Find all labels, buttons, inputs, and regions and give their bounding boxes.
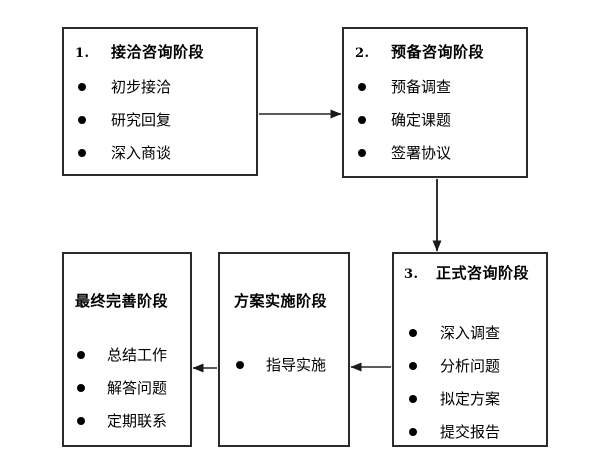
list-item[interactable]: 提交报告 xyxy=(404,415,500,448)
stage-2-bullet-label: 预备调查 xyxy=(391,78,452,96)
stage-box-1[interactable]: 1. 接洽咨询阶段 初步接洽 研究回复 深入商谈 xyxy=(62,27,258,176)
stage-1-number: 1. xyxy=(75,46,90,61)
bullet-dot-icon xyxy=(409,328,417,337)
bullet-dot-icon xyxy=(358,82,366,91)
stage-5-title: 最终完善阶段 xyxy=(75,292,169,310)
list-item[interactable]: 分析问题 xyxy=(404,349,500,382)
bullet-dot-icon xyxy=(78,148,86,157)
list-item[interactable]: 拟定方案 xyxy=(404,382,500,415)
stage-box-5[interactable]: 最终完善阶段 总结工作 解答问题 定期联系 xyxy=(62,252,192,447)
stage-3-bullet-label: 拟定方案 xyxy=(440,390,501,408)
stage-3-title: 正式咨询阶段 xyxy=(436,264,530,282)
bullet-dot-icon xyxy=(236,360,244,369)
stage-4-bullet-label: 指导实施 xyxy=(266,356,327,374)
stage-box-4[interactable]: 方案实施阶段 指导实施 xyxy=(218,252,350,447)
bullet-dot-icon xyxy=(78,115,86,124)
stage-5-bullet-label: 解答问题 xyxy=(107,379,168,397)
bullet-dot-icon xyxy=(409,361,417,370)
bullet-dot-icon xyxy=(77,350,85,359)
stage-3-bullet-label: 深入调查 xyxy=(440,324,501,342)
stage-1-title-row: 1. 接洽咨询阶段 xyxy=(75,41,204,62)
stage-5-title-row: 最终完善阶段 xyxy=(75,290,168,311)
bullet-dot-icon xyxy=(77,416,85,425)
stage-3-bullet-label: 提交报告 xyxy=(440,423,501,441)
stage-5-bullet-label: 定期联系 xyxy=(107,412,168,430)
stage-3-number: 3. xyxy=(404,267,419,282)
stage-1-title: 接洽咨询阶段 xyxy=(111,43,205,61)
stage-5-bullet-list: 总结工作 解答问题 定期联系 xyxy=(75,338,167,437)
stage-1-bullet-label: 研究回复 xyxy=(111,111,172,129)
stage-4-title-row: 方案实施阶段 xyxy=(234,290,327,311)
bullet-dot-icon xyxy=(77,383,85,392)
list-item[interactable]: 深入调查 xyxy=(404,316,500,349)
stage-4-title: 方案实施阶段 xyxy=(234,292,328,310)
stage-2-bullet-label: 确定课题 xyxy=(391,111,452,129)
list-item[interactable]: 签署协议 xyxy=(355,136,451,169)
stage-box-3[interactable]: 3. 正式咨询阶段 深入调查 分析问题 拟定方案 提交报告 xyxy=(392,252,548,447)
stage-2-title: 预备咨询阶段 xyxy=(391,43,485,61)
stage-4-bullet-list: 指导实施 xyxy=(234,348,326,381)
stage-2-bullet-list: 预备调查 确定课题 签署协议 xyxy=(355,70,451,169)
stage-5-bullet-label: 总结工作 xyxy=(107,346,168,364)
stage-1-bullet-label: 初步接洽 xyxy=(111,78,172,96)
list-item[interactable]: 总结工作 xyxy=(75,338,167,371)
list-item[interactable]: 指导实施 xyxy=(234,348,326,381)
stage-3-bullet-list: 深入调查 分析问题 拟定方案 提交报告 xyxy=(404,316,500,448)
stage-2-number: 2. xyxy=(355,46,370,61)
stage-3-title-row: 3. 正式咨询阶段 xyxy=(404,262,529,283)
stage-2-bullet-label: 签署协议 xyxy=(391,144,452,162)
bullet-dot-icon xyxy=(409,394,417,403)
stage-3-bullet-label: 分析问题 xyxy=(440,357,501,375)
stage-box-2[interactable]: 2. 预备咨询阶段 预备调查 确定课题 签署协议 xyxy=(342,27,528,178)
list-item[interactable]: 深入商谈 xyxy=(75,136,171,169)
list-item[interactable]: 初步接洽 xyxy=(75,70,171,103)
stage-1-bullet-label: 深入商谈 xyxy=(111,144,172,162)
bullet-dot-icon xyxy=(358,148,366,157)
list-item[interactable]: 研究回复 xyxy=(75,103,171,136)
bullet-dot-icon xyxy=(78,82,86,91)
stage-1-bullet-list: 初步接洽 研究回复 深入商谈 xyxy=(75,70,171,169)
stage-2-title-row: 2. 预备咨询阶段 xyxy=(355,41,484,62)
bullet-dot-icon xyxy=(358,115,366,124)
list-item[interactable]: 预备调查 xyxy=(355,70,451,103)
bullet-dot-icon xyxy=(409,427,417,436)
list-item[interactable]: 确定课题 xyxy=(355,103,451,136)
list-item[interactable]: 定期联系 xyxy=(75,404,167,437)
list-item[interactable]: 解答问题 xyxy=(75,371,167,404)
